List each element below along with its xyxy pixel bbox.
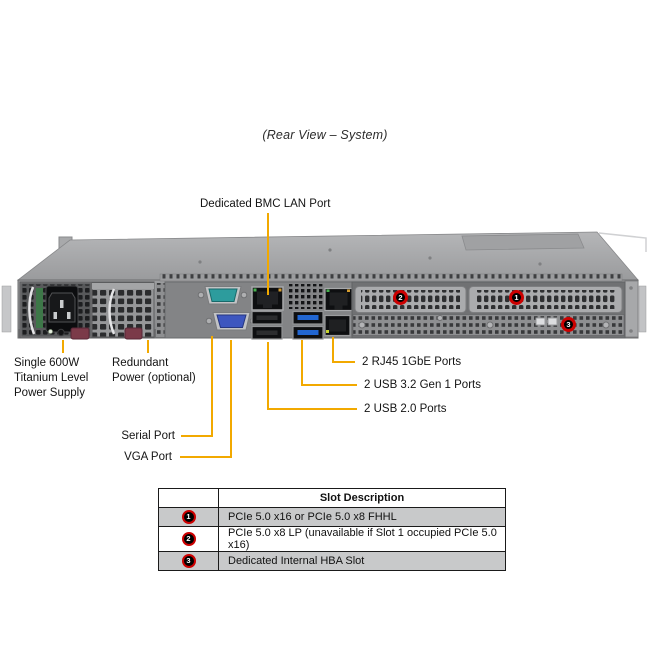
callout-rj45-ports: 2 RJ45 1GbE Ports	[362, 356, 462, 368]
table-row: 3 Dedicated Internal HBA Slot	[158, 551, 506, 571]
slot-badge-3: 3	[181, 554, 196, 568]
callout-usb32-ports: 2 USB 3.2 Gen 1 Ports	[364, 379, 481, 391]
chassis-slot-badge-1-number: 1	[514, 292, 519, 302]
callout-redundant-power: Redundant Power (optional)	[112, 357, 196, 384]
usb3-ports	[292, 310, 324, 340]
table-header-row: Slot Description	[158, 488, 506, 508]
slot-description-table: Slot Description 1 PCIe 5.0 x16 or PCIe …	[158, 488, 506, 571]
redundant-power-bay	[91, 282, 165, 340]
slot-badge-1: 1	[181, 510, 196, 524]
callout-bmc-lan: Dedicated BMC LAN Port	[200, 198, 331, 210]
chassis-slot-badge-2-number: 2	[398, 292, 403, 302]
slot-badge-2-number: 2	[186, 534, 191, 544]
slot-description-cell: PCIe 5.0 x8 LP (unavailable if Slot 1 oc…	[218, 526, 506, 552]
chassis-slot-badge-3: 3	[561, 317, 576, 332]
slot-number-cell: 3	[158, 551, 219, 571]
slot-number-cell: 2	[158, 526, 219, 552]
serial-port	[197, 286, 248, 305]
chassis-slot-badge-1: 1	[509, 290, 524, 305]
io-vent-grid	[287, 284, 325, 309]
callout-usb20-ports: 2 USB 2.0 Ports	[364, 403, 447, 415]
vga-port	[205, 312, 257, 331]
table-header-slot-cell	[158, 488, 219, 508]
pcie-slot2-bracket	[354, 286, 467, 313]
slot-badge-2: 2	[181, 532, 196, 546]
slot-number-cell: 1	[158, 507, 219, 527]
slot-badge-1-number: 1	[186, 512, 191, 522]
chassis-slot-badge-3-number: 3	[566, 319, 571, 329]
usb2-ports	[251, 310, 283, 340]
table-header-description: Slot Description	[218, 488, 506, 508]
pcie-slot1-bracket	[468, 286, 623, 313]
slot-description-cell: Dedicated Internal HBA Slot	[218, 551, 506, 571]
leader-lines	[62, 213, 357, 458]
hba-slot-area	[352, 314, 625, 336]
table-row: 1 PCIe 5.0 x16 or PCIe 5.0 x8 FHHL	[158, 507, 506, 527]
slot-description-cell: PCIe 5.0 x16 or PCIe 5.0 x8 FHHL	[218, 507, 506, 527]
io-panel	[164, 281, 354, 340]
page-title: (Rear View – System)	[262, 128, 388, 142]
callout-vga-port: VGA Port	[124, 451, 172, 463]
slot-badge-3-number: 3	[186, 556, 191, 566]
callout-serial-port: Serial Port	[121, 430, 175, 442]
pcie-slot-area	[351, 281, 626, 339]
callout-psu: Single 600W Titanium Level Power Supply	[14, 357, 89, 399]
chassis-slot-badge-2: 2	[393, 290, 408, 305]
table-row: 2 PCIe 5.0 x8 LP (unavailable if Slot 1 …	[158, 526, 506, 552]
